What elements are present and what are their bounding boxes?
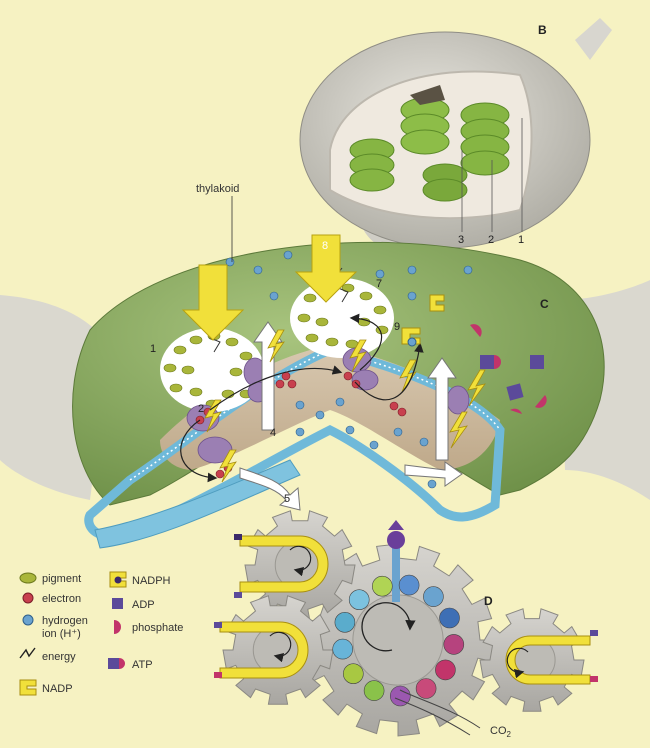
- adp-square-2: [530, 355, 544, 369]
- thylakoid-section: 8 thyla: [0, 183, 650, 549]
- adp-icon: [112, 598, 123, 609]
- label-7: 7: [376, 278, 382, 290]
- electron-flow-1: [180, 419, 218, 483]
- calvin-molecule: [423, 586, 444, 607]
- adp-square-1: [480, 355, 494, 369]
- calvin-molecule: [398, 574, 420, 596]
- legend-nadph: NADPH: [132, 575, 171, 587]
- cycle-arrow-bl: [269, 631, 292, 663]
- calvin-molecule: [415, 678, 437, 699]
- electron-flow-3: [349, 313, 383, 371]
- legend-phosphate: phosphate: [132, 622, 183, 634]
- atp-output-arrow: [404, 461, 463, 487]
- panel-c-label: C: [540, 297, 549, 311]
- arrow-5: [239, 467, 301, 511]
- nadp-molecule-top: [429, 294, 445, 312]
- legend-pigment: pigment: [42, 573, 81, 585]
- nadp-icon: [19, 679, 37, 696]
- phosphate-3: [510, 408, 522, 414]
- legend-nadp: NADP: [42, 683, 73, 695]
- atp-top-output: [387, 531, 405, 549]
- atp-icon: [108, 658, 119, 669]
- nadph-track-bottom: [219, 621, 309, 679]
- calvin-molecule: [332, 638, 354, 660]
- calvin-molecule: [435, 659, 456, 681]
- calvin-molecule: [363, 680, 385, 701]
- membrane-tube: [94, 459, 301, 549]
- legend-hydrogen-2: ion (H⁺): [42, 628, 81, 640]
- thylakoid-label: thylakoid: [196, 183, 239, 195]
- atp-track-right: [505, 635, 591, 685]
- calvin-molecule: [342, 663, 364, 685]
- label-4: 4: [270, 427, 276, 439]
- legend-electron-icon: [22, 592, 34, 604]
- panel-b-label: B: [538, 23, 547, 37]
- electron-flow-2: [209, 365, 343, 411]
- stalk-top: [575, 18, 612, 60]
- co2-line-1: [399, 689, 481, 729]
- calvin-molecule: [443, 634, 465, 655]
- panel-d-label: D: [484, 594, 493, 608]
- legend-electron: electron: [42, 593, 81, 605]
- grana-stacks: [349, 85, 510, 202]
- label-2-top: 2: [488, 234, 494, 246]
- legend-hydrogen-icon: [22, 614, 34, 626]
- label-5: 5: [284, 493, 290, 505]
- cycle-arrow-main: [361, 602, 416, 652]
- h-pump-arrow-left: [253, 321, 283, 431]
- legend-energy: energy: [42, 651, 76, 663]
- nadph-track-top: [239, 535, 329, 593]
- label-9: 9: [394, 321, 400, 333]
- atp-phosphate-1: [494, 355, 501, 369]
- energy-bolts: [204, 329, 486, 483]
- gear-right: [479, 608, 585, 712]
- calvin-molecule-ring: [332, 574, 465, 707]
- co2-line-2: [394, 697, 471, 736]
- phosphate-2: [535, 395, 547, 408]
- calvin-molecule: [389, 685, 411, 707]
- phosphate-icon: [114, 620, 121, 634]
- calvin-molecule: [334, 611, 356, 633]
- phosphate-1: [470, 324, 482, 337]
- h-pump-arrow-right: [427, 357, 457, 461]
- cycle-arrow-r: [506, 647, 529, 679]
- co2-label: CO2: [490, 725, 512, 739]
- pigment-molecules: [163, 283, 389, 409]
- calvin-cycle-gears: CO2 D: [214, 510, 598, 739]
- light-arrow-8: [294, 234, 358, 303]
- gear-bottom-left: [222, 595, 334, 705]
- chloroplast-cutaway: 3 2 1 B: [299, 18, 612, 253]
- main-gear: [301, 543, 495, 737]
- electron-flow-4: [354, 342, 424, 401]
- legend-atp: ATP: [132, 659, 153, 671]
- label-8: 8: [322, 240, 328, 252]
- cycle-arrow-tl: [289, 545, 312, 577]
- legend-hydrogen-1: hydrogen: [42, 615, 88, 627]
- label-3-top: 3: [458, 234, 464, 246]
- adp-square-3: [506, 383, 524, 401]
- legend-energy-icon: [19, 647, 36, 659]
- legend-pigment-icon: [19, 572, 37, 584]
- legend-adp: ADP: [132, 599, 155, 611]
- calvin-molecule: [371, 575, 393, 597]
- light-arrow-left: [181, 264, 245, 341]
- calvin-molecule: [439, 607, 460, 629]
- label-1-top: 1: [518, 234, 524, 246]
- calvin-molecule: [348, 589, 370, 611]
- label-1: 1: [150, 343, 156, 355]
- legend: pigment electron hydrogen ion (H⁺) energ…: [19, 571, 183, 696]
- gear-shaft: [392, 540, 400, 602]
- label-2: 2: [198, 403, 204, 415]
